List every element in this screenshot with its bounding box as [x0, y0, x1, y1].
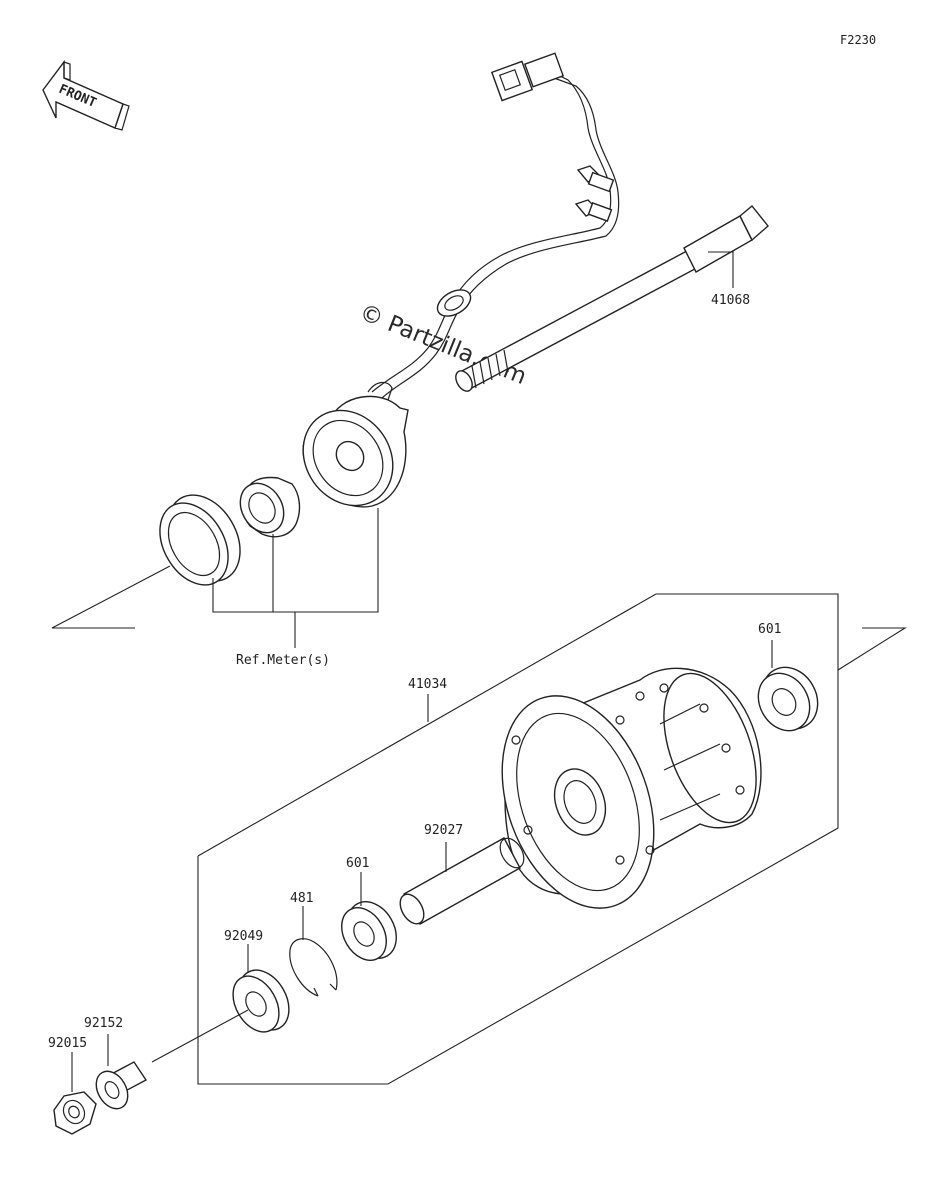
- distance-collar: [399, 837, 525, 925]
- axle-centerline: [151, 1009, 249, 1063]
- cable-clamp-upper: [576, 165, 615, 193]
- bearing-left: [341, 901, 397, 961]
- label-axle: 41068: [711, 293, 750, 308]
- cable-clamp-lower: [574, 199, 613, 222]
- axle-nut: [53, 1091, 97, 1135]
- label-ref-meter: Ref.Meter(s): [236, 653, 330, 668]
- circlip: [289, 938, 338, 997]
- label-collar: 92027: [424, 823, 463, 838]
- bearing-right: [757, 666, 819, 732]
- meter-oil-seal: [159, 494, 241, 586]
- axle-spacer: [95, 1061, 148, 1110]
- label-circlip: 481: [290, 891, 313, 906]
- ref-meter-leaders: [51, 508, 379, 648]
- front-arrow-icon: FRONT: [42, 59, 130, 131]
- label-hub: 41034: [408, 677, 447, 692]
- label-seal: 92049: [224, 929, 263, 944]
- cable-connector: [490, 52, 565, 102]
- label-bearing-left: 601: [346, 856, 369, 871]
- label-spacer: 92152: [84, 1016, 123, 1031]
- front-axle: [455, 205, 769, 392]
- grease-seal: [232, 969, 290, 1033]
- label-bearing-right: 601: [758, 622, 781, 637]
- meter-drive-gear: [239, 476, 301, 538]
- axle-leader: [708, 251, 734, 288]
- front-hub: [501, 667, 762, 909]
- cable-grommet: [436, 289, 472, 317]
- meter-gear-housing: [302, 381, 409, 508]
- label-nut: 92015: [48, 1036, 87, 1051]
- speedometer-cable: [371, 52, 620, 399]
- hub-assembly-bracket: [197, 593, 907, 1085]
- figure-code: F2230: [840, 33, 876, 47]
